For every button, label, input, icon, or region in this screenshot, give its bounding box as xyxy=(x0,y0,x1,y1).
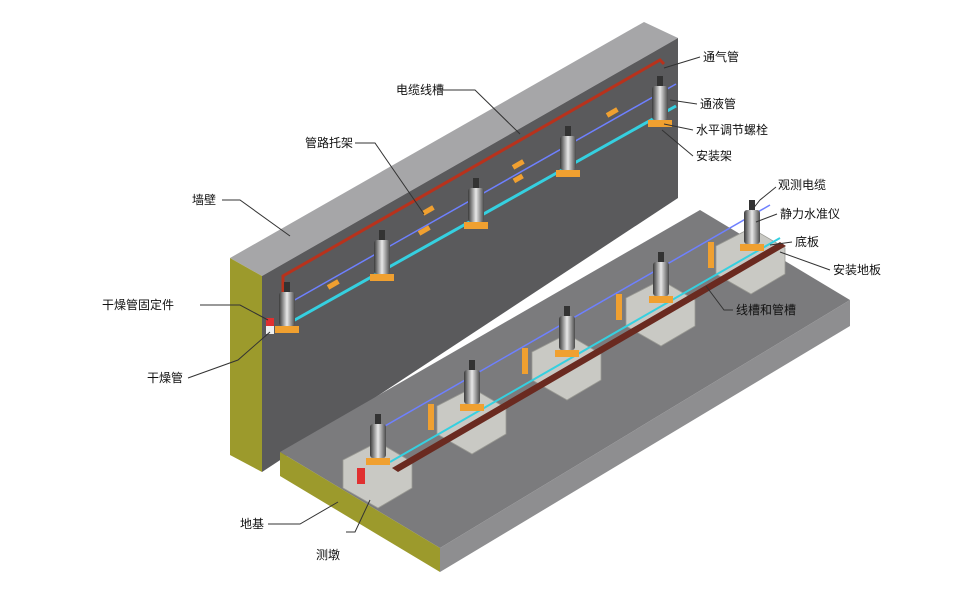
floor-side xyxy=(280,452,440,572)
hydrostatic-level-sensor-icon xyxy=(460,360,484,411)
pipe-bracket xyxy=(511,159,525,170)
label-foundation: 地基 xyxy=(240,517,264,531)
hydrostatic-level-sensor-icon xyxy=(275,282,299,333)
pipe-bracket xyxy=(421,205,435,216)
liquid-pipe-line-floor xyxy=(389,237,781,463)
wall-end xyxy=(230,258,262,472)
label-base-plate: 底板 xyxy=(795,234,819,249)
trench xyxy=(392,242,786,472)
label-cable-tray: 电缆线槽 xyxy=(396,83,444,97)
hydrostatic-level-sensor-icon xyxy=(366,414,390,465)
label-dry-pipe: 干燥管 xyxy=(147,370,183,385)
label-dry-pipe-fixture: 干燥管固定件 xyxy=(102,297,174,312)
hydrostatic-level-sensor-icon xyxy=(740,200,764,251)
dry-pipe-floor xyxy=(357,468,365,484)
pipe-bracket xyxy=(512,173,524,184)
hydrostatic-level-sensor-icon xyxy=(556,126,580,177)
label-mount-floor: 安装地板 xyxy=(833,262,881,277)
wall-sensors xyxy=(275,76,672,333)
label-trench: 线槽和管槽 xyxy=(736,302,796,317)
pipe-bracket xyxy=(605,107,619,118)
label-mount-frame: 安装架 xyxy=(696,148,732,163)
label-hydrostatic-level: 静力水准仪 xyxy=(780,207,840,221)
hydrostatic-level-sensor-icon xyxy=(464,178,488,229)
hydrostatic-level-sensor-icon xyxy=(370,230,394,281)
label-liquid-pipe: 通液管 xyxy=(700,96,736,111)
label-vent-pipe: 通气管 xyxy=(703,49,739,64)
labels: 通气管 通液管 水平调节螺栓 安装架 电缆线槽 管路托架 墙壁 干燥管固定件 干… xyxy=(102,49,881,562)
label-pipe-bracket: 管路托架 xyxy=(305,135,353,150)
floor-brackets xyxy=(428,242,714,430)
hydrostatic-level-sensor-icon xyxy=(648,76,672,127)
label-pier: 测墩 xyxy=(316,548,340,562)
pipe-bracket xyxy=(417,225,431,236)
label-level-bolt: 水平调节螺栓 xyxy=(696,122,768,137)
floor-sensors xyxy=(366,200,764,465)
leader-lines xyxy=(187,56,831,533)
cable-tray-line xyxy=(281,58,666,293)
pipe-bracket xyxy=(326,279,340,290)
wall-top xyxy=(230,22,678,276)
hydrostatic-level-sensor-icon xyxy=(555,306,579,357)
wall-brackets xyxy=(326,107,619,290)
label-obs-cable: 观测电缆 xyxy=(778,178,826,192)
floor-front xyxy=(440,300,850,572)
hydrostatic-level-sensor-icon xyxy=(649,252,673,303)
label-wall: 墙壁 xyxy=(192,192,216,207)
